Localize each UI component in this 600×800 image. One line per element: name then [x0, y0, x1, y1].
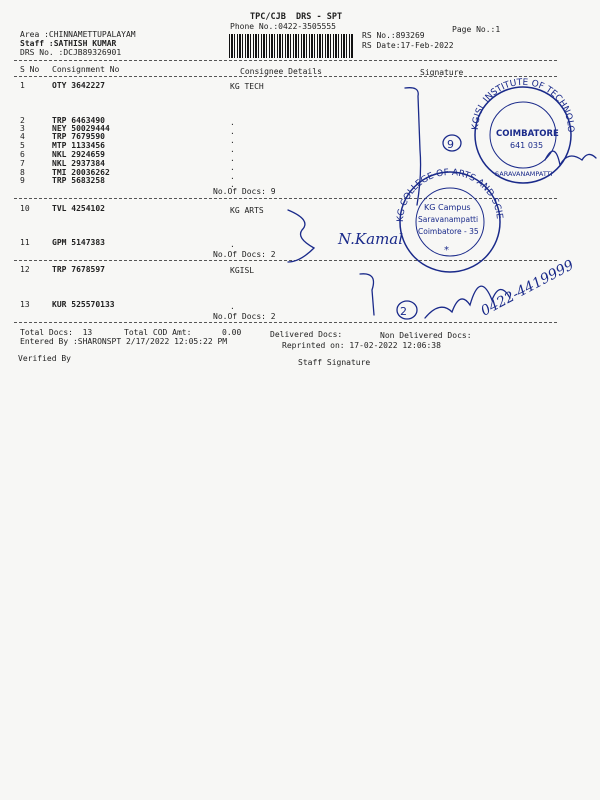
group-doc-count: No.Of Docs: 2: [213, 250, 276, 259]
row-details: .: [230, 302, 235, 311]
row-sno: 4: [20, 132, 25, 141]
row-details: .: [230, 240, 235, 249]
barcode: [229, 34, 353, 58]
verified-by: Verified By: [18, 354, 71, 363]
svg-text:Coimbatore - 35: Coimbatore - 35: [418, 227, 479, 236]
col-consignee: Consignee Details: [240, 67, 322, 76]
row-sno: 3: [20, 124, 25, 133]
row-details: KG TECH: [230, 82, 264, 91]
row-consignment: TRP 6463490: [52, 116, 105, 125]
row-sno: 6: [20, 150, 25, 159]
divider: [14, 260, 557, 261]
row-details: .: [230, 163, 235, 172]
row-sno: 11: [20, 238, 30, 247]
row-consignment: NEY 50029444: [52, 124, 110, 133]
svg-text:SARAVANAMPATTI: SARAVANAMPATTI: [495, 170, 553, 178]
row-sno: 13: [20, 300, 30, 309]
page-number: Page No.:1: [452, 25, 501, 34]
divider: [14, 322, 557, 323]
row-sno: 9: [20, 176, 25, 185]
row-consignment: TMI 20036262: [52, 168, 110, 177]
row-sno: 2: [20, 116, 25, 125]
row-details: .: [230, 127, 235, 136]
svg-text:641 035: 641 035: [510, 141, 543, 150]
row-sno: 1: [20, 81, 25, 90]
row-sno: 8: [20, 168, 25, 177]
divider: [14, 198, 557, 199]
row-details: .: [230, 118, 235, 127]
svg-text:Saravanampatti: Saravanampatti: [418, 215, 478, 224]
row-consignment: MTP 1133456: [52, 141, 105, 150]
svg-text:N.Kamal: N.Kamal: [337, 230, 403, 248]
delivered-docs: Delivered Docs:: [270, 330, 343, 339]
staff-label: Staff :SATHISH KUMAR: [20, 39, 117, 48]
reprinted-on: Reprinted on: 17-02-2022 12:06:38: [282, 341, 441, 350]
rs-date: RS Date:17-Feb-2022: [362, 41, 454, 50]
svg-text:2: 2: [400, 305, 407, 318]
row-sno: 12: [20, 265, 30, 274]
row-details: .: [230, 136, 235, 145]
col-signature: Signature: [420, 68, 464, 77]
row-sno: 7: [20, 159, 25, 168]
row-details: .: [230, 154, 235, 163]
svg-text:9: 9: [447, 138, 454, 151]
staff-signature-label: Staff Signature: [298, 358, 371, 367]
group-doc-count: No.Of Docs: 2: [213, 312, 276, 321]
row-consignment: TRP 5683258: [52, 176, 105, 185]
divider: [14, 76, 557, 77]
total-docs: Total Docs: 13: [20, 328, 93, 337]
svg-text:KGISL INSTITUTE OF TECHNOLOGY: KGISL INSTITUTE OF TECHNOLOGY: [0, 0, 575, 133]
row-details: .: [230, 145, 235, 154]
row-consignment: TRP 7678597: [52, 265, 105, 274]
row-consignment: TVL 4254102: [52, 204, 105, 213]
area-label: Area :CHINNAMETTUPALAYAM: [20, 30, 136, 39]
group-doc-count: No.Of Docs: 9: [213, 187, 276, 196]
svg-text:*: *: [444, 245, 449, 256]
col-sno: S No: [20, 65, 40, 74]
svg-text:0422-4419999: 0422-4419999: [478, 257, 576, 319]
row-consignment: TRP 7679590: [52, 132, 105, 141]
row-sno: 5: [20, 141, 25, 150]
row-consignment: NKL 2924659: [52, 150, 105, 159]
col-consignment: Consignment No: [52, 65, 120, 74]
institute-stamp: KGISL INSTITUTE OF TECHNOLOGY COIMBATORE…: [0, 0, 575, 184]
svg-text:KG Campus: KG Campus: [424, 203, 471, 212]
divider: [14, 60, 557, 61]
entered-by: Entered By :SHARONSPT 2/17/2022 12:05:22…: [20, 337, 228, 346]
total-cod-label: Total COD Amt:: [124, 328, 192, 337]
svg-text:KG COLLEGE OF ARTS AND SCIENCE: KG COLLEGE OF ARTS AND SCIENCE: [0, 0, 504, 222]
row-details: .: [230, 172, 235, 181]
phone-number: Phone No.:0422-3505555: [230, 22, 336, 31]
total-cod-value: 0.00: [222, 328, 242, 337]
row-details: KG ARTS: [230, 206, 264, 215]
row-details: KGISL: [230, 266, 255, 275]
college-stamp: KG COLLEGE OF ARTS AND SCIENCE KG Campus…: [0, 0, 504, 273]
row-consignment: KUR 525570133: [52, 300, 115, 309]
row-consignment: NKL 2937384: [52, 159, 105, 168]
svg-text:COIMBATORE: COIMBATORE: [496, 129, 559, 139]
row-details: .: [230, 180, 235, 189]
row-sno: 10: [20, 204, 30, 213]
non-delivered-docs: Non Delivered Docs:: [380, 331, 472, 340]
rs-number: RS No.:893269: [362, 31, 425, 40]
row-consignment: OTY 3642227: [52, 81, 105, 90]
row-consignment: GPM 5147383: [52, 238, 105, 247]
report-title: TPC/CJB DRS - SPT: [250, 12, 343, 22]
drs-number: DRS No. :DCJB89326901: [20, 48, 122, 57]
